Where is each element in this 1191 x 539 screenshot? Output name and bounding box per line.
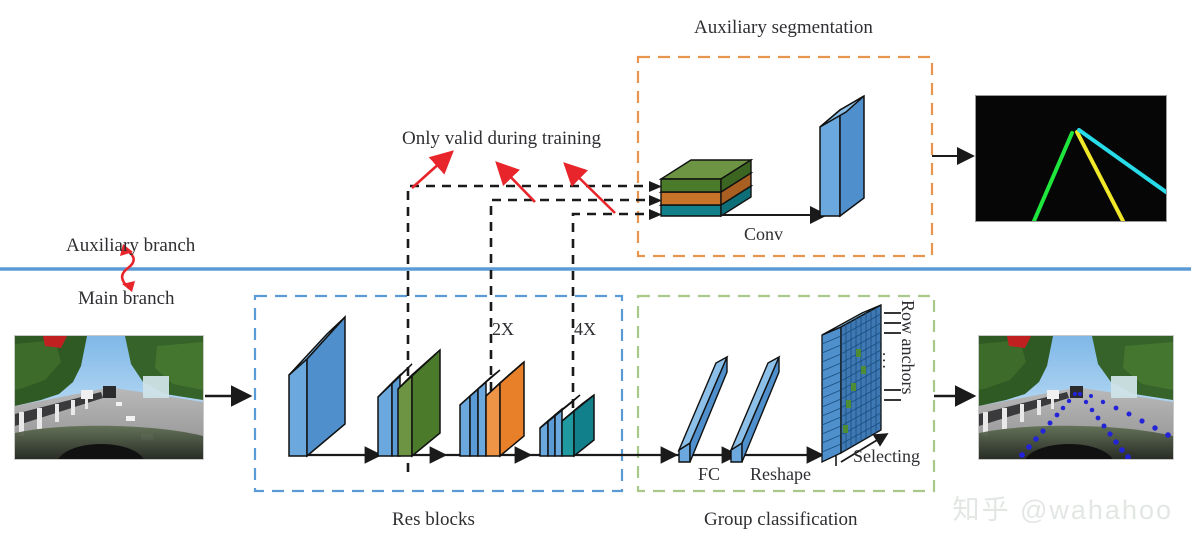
res-block-4: [539, 393, 595, 458]
row-anchor-ticks: [884, 312, 901, 401]
res-blocks-label: Res blocks: [392, 509, 475, 530]
lane-dots: [1019, 391, 1171, 459]
auxiliary-branch-label: Auxiliary branch: [66, 235, 196, 256]
reshape-label: Reshape: [750, 464, 811, 484]
output-lane-detection: [978, 335, 1174, 460]
selecting-label: Selecting: [853, 446, 920, 466]
main-branch-label: Main branch: [78, 288, 175, 309]
watermark: 知乎 @wahahoo: [952, 495, 1173, 525]
row-anchor-grid: [821, 303, 882, 464]
res-block-1: [288, 315, 346, 458]
fc-label: FC: [698, 464, 721, 484]
conv-output-block: [819, 94, 865, 218]
res-block-2: [377, 348, 441, 458]
group-classification-label: Group classification: [704, 509, 858, 530]
auxiliary-segmentation-box: [636, 55, 934, 258]
row-anchors-label: Row anchors: [898, 300, 918, 395]
conv-label: Conv: [744, 224, 784, 244]
red-arrow-1: [411, 150, 454, 189]
group-classification-box: [636, 294, 936, 493]
only-valid-during-training-note: Only valid during training: [402, 128, 601, 149]
scale-2x-label: 2X: [492, 319, 514, 339]
row-anchors-ellipsis: ...: [879, 352, 898, 371]
aux-stacked-block: [658, 158, 754, 218]
fc-bar: [677, 355, 729, 463]
reshape-bar: [729, 355, 781, 463]
input-road-scene: [14, 335, 204, 460]
skip-line-3: [571, 212, 651, 440]
segmentation-mask: [975, 95, 1167, 222]
selecting-arrow: [840, 433, 889, 463]
auxiliary-segmentation-title: Auxiliary segmentation: [694, 17, 873, 38]
skip-line-2: [489, 198, 651, 455]
red-arrow-3: [563, 162, 616, 214]
skip-line-1: [406, 184, 651, 472]
red-arrow-2: [495, 161, 536, 203]
res-block-3: [459, 360, 525, 458]
scale-4x-label: 4X: [574, 319, 596, 339]
res-blocks-box: [253, 294, 624, 493]
red-brace-branch: [120, 247, 135, 290]
